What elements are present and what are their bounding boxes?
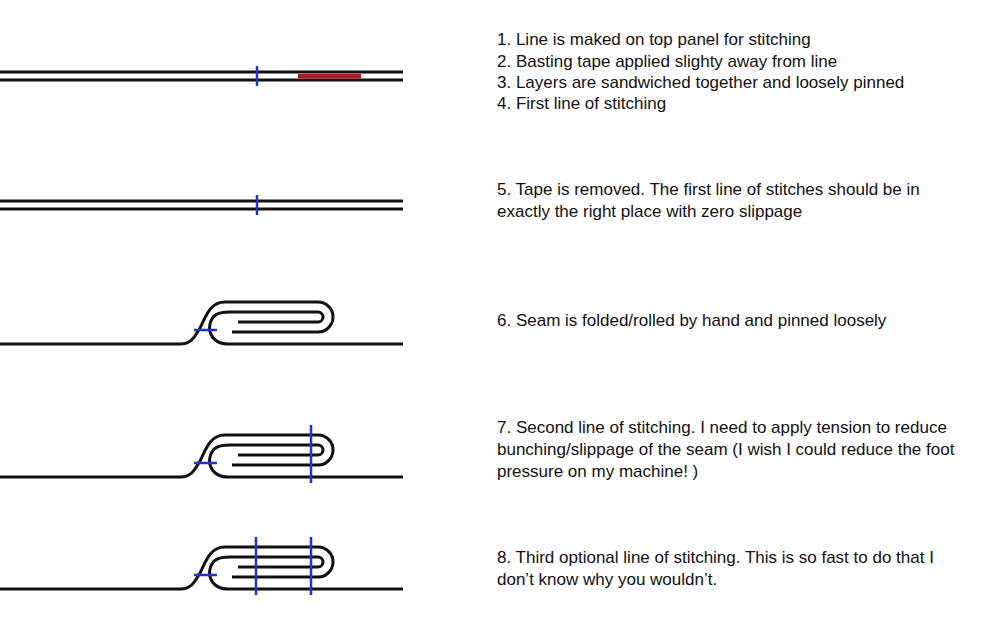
- stitch-line: [194, 574, 217, 577]
- stitch-line: [256, 195, 259, 215]
- fabric-layer: [210, 312, 403, 344]
- bottom-panel: [0, 208, 403, 211]
- step-note: 8. Third optional line of stitching. Thi…: [497, 547, 967, 591]
- stitch-line: [256, 66, 259, 86]
- bottom-panel: [0, 79, 403, 82]
- step-note: 4. First line of stitching: [497, 93, 997, 115]
- stitch-line: [194, 462, 217, 465]
- rolled-seam: [0, 537, 403, 595]
- basting-tape: [298, 74, 361, 79]
- rolled-seam: [0, 302, 403, 344]
- stitch-line: [310, 537, 313, 595]
- top-panel: [0, 200, 403, 203]
- step-note: 5. Tape is removed. The first line of st…: [497, 179, 967, 223]
- step-note: 6. Seam is folded/rolled by hand and pin…: [497, 310, 997, 332]
- stitch-line: [194, 329, 217, 332]
- step-note: 3. Layers are sandwiched together and lo…: [497, 72, 997, 94]
- stitch-line: [255, 537, 258, 595]
- step-note: 1. Line is maked on top panel for stitch…: [497, 29, 997, 51]
- stitch-line: [310, 425, 313, 483]
- rolled-seam: [0, 425, 403, 483]
- step-note: 2. Basting tape applied slighty away fro…: [497, 51, 997, 73]
- fabric-layer: [210, 557, 403, 589]
- step-note: 7. Second line of stitching. I need to a…: [497, 417, 987, 483]
- top-panel: [0, 71, 403, 74]
- fabric-layer: [210, 445, 403, 477]
